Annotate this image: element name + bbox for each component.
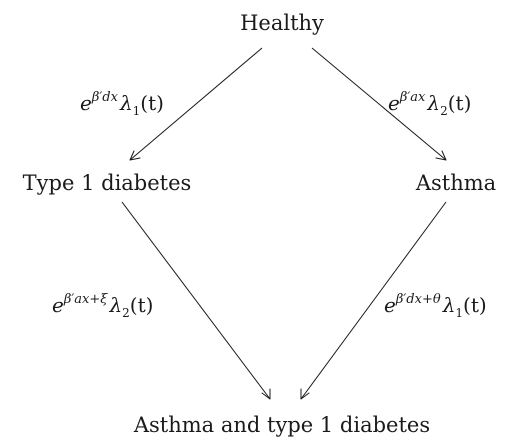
rate-exponent: β′ax: [399, 90, 426, 105]
edge-asthma-to-both: [300, 201, 447, 400]
rate-exponent: β′ax+ξ: [63, 292, 108, 307]
node-healthy: Healthy: [240, 11, 324, 35]
rate-base: e: [384, 293, 396, 317]
edge-healthy-to-asthma: [311, 47, 447, 161]
edge-type1-diabetes-to-both: [121, 201, 271, 400]
rate-index: 2: [440, 104, 448, 118]
rate-argument: (t): [448, 91, 472, 115]
node-asthma-and-type1-diabetes: Asthma and type 1 diabetes: [133, 413, 430, 437]
rate-index: 2: [122, 306, 130, 320]
rate-symbol: λ: [426, 91, 440, 115]
edge-healthy-to-type1-diabetes: [129, 47, 263, 161]
rate-symbol: λ: [119, 91, 133, 115]
rate-symbol: λ: [108, 293, 122, 317]
node-asthma: Asthma: [415, 171, 496, 195]
rate-argument: (t): [140, 91, 164, 115]
rate-exponent: β′dx+θ: [395, 292, 441, 307]
rate-index: 1: [133, 104, 141, 118]
rate-argument: (t): [130, 293, 154, 317]
rate-base: e: [52, 293, 64, 317]
node-type1-diabetes: Type 1 diabetes: [23, 171, 192, 195]
rate-argument: (t): [463, 293, 487, 317]
rate-symbol: λ: [442, 293, 456, 317]
rate-base: e: [80, 91, 92, 115]
rate-base: e: [388, 91, 400, 115]
rate-exponent: β′dx: [91, 90, 119, 105]
rate-index: 1: [455, 306, 463, 320]
